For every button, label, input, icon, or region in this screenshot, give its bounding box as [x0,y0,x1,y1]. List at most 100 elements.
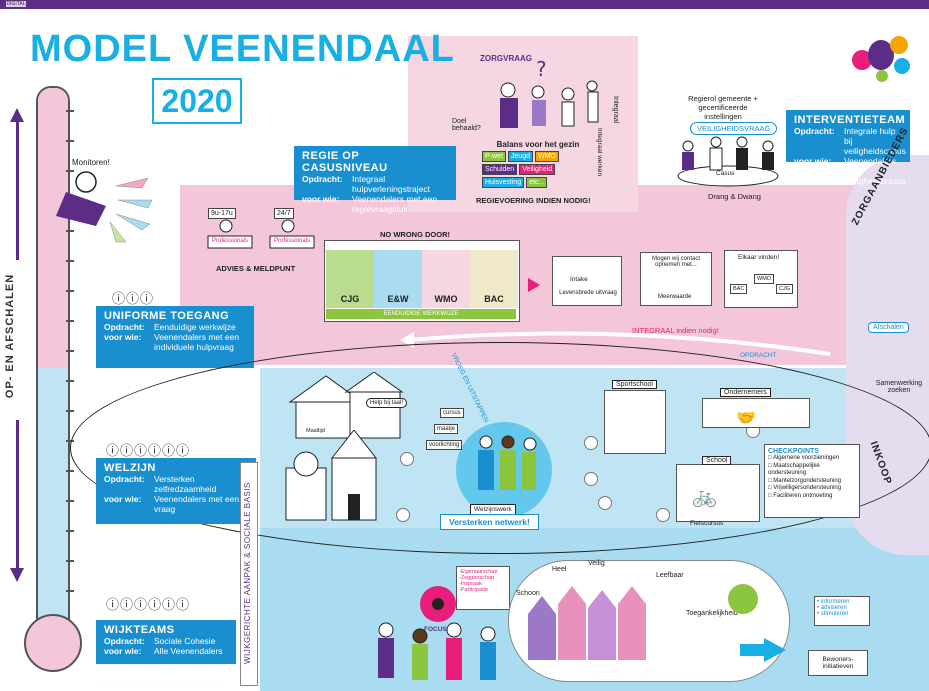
versterken-netwerk-label: Versterken netwerk! [440,514,539,530]
handshake-icon: 🤝 [736,410,756,427]
cat-ew: E&W [374,250,422,308]
doel-label: Doel behaald? [452,118,481,132]
schoon-label: Schoon [516,590,540,597]
sign-24-7: 24/7 [274,208,294,219]
integraal-label: INTEGRAAL indien nodig! [632,326,719,335]
focus-label: FOCUS [424,626,447,633]
mogen-card [640,252,712,306]
zorgvraag-label: ZORGVRAAG [480,54,532,63]
top-badge: DIGITAL [6,1,26,7]
people-icon: ⓘⓘⓘⓘⓘⓘ [106,597,191,612]
network-node [584,472,598,486]
monitor-label: Monitoren! [72,158,110,167]
checkpoint-item: □ Faciliteren ontmoeting [768,492,833,499]
checkpoints-sheet: CHECKPOINTS □ Algemene voorzieningen □ M… [764,444,860,518]
sign-9-17: 9u-17u [208,208,236,219]
samenwerking-label: Samenwerking zoeken [875,380,923,394]
bewoners-initiatieven-label: Bewoners-initiatieven [808,650,868,676]
focus-list: -Eigenaarschap -Zeggenschap -Inspraak -P… [456,566,510,610]
residents-group-icon [378,622,496,680]
sportschool-building [604,390,666,454]
people-icon: ⓘⓘⓘⓘⓘⓘ [106,443,191,458]
houses-icon [528,586,646,660]
casus-table-icon [677,136,779,187]
side-label: OP- EN AFSCHALEN [4,273,16,399]
interventieteam-tag: INTERVENTIETEAM Opdracht:Integrale hulp … [786,110,910,186]
ondernemers-label: Ondernemers [720,388,771,397]
monitor-figure-icon [56,171,153,243]
welzijn-tag: WELZIJN Opdracht:Versterken zelfredzaamh… [96,458,256,524]
cursus-label: cursus [440,408,464,418]
logo-icon [852,36,916,84]
integraal-vertical: Integraal [612,96,619,124]
family-figures-icon: ? [500,60,599,128]
checkpoint-item: □ Vrijwilligersondersteuning [768,485,842,491]
elkaar-wmo: WMO [754,274,775,284]
network-ellipse [70,342,929,554]
advies-meldpunt-label: ADVIES & MELDPUNT [216,264,296,273]
thermometer [36,86,70,630]
toegankelijkheid-label: Toegankelijkheid [686,610,738,617]
arrow-down-icon [10,568,24,582]
intake-card [552,256,622,306]
school-building [676,464,760,522]
intake-label: Intake [570,276,588,283]
maaltijd-label: Maaltijd [306,428,325,434]
arrow-right-icon [764,638,786,662]
network-node [584,436,598,450]
meerwaarde-label: Meerwaarde [658,294,692,300]
svg-text:?: ? [536,60,547,81]
sportschool-label: Sportschool [612,380,657,389]
people-icon: ⓘⓘⓘ [112,291,155,306]
elkaar-label: Elkaar vinden! [738,254,780,261]
veilig-label: Veilig [588,560,605,567]
casus-label: Casus [716,170,735,177]
voorlichting-label: voorlichting [426,440,463,450]
eenduidige-werkwijze: EENDUIDIGE WERKWIJZE [326,309,516,319]
network-node [656,508,670,522]
cat-wmo: WMO [422,250,470,308]
wijkgericht-label: WIJKGERICHTE AANPAK & SOCIALE BASIS [243,482,252,664]
opdracht-label: OPDRACHT [740,352,777,359]
regie-label: REGIEVOERING INDIEN NODIG! [476,196,591,205]
uniforme-toegang-tag: UNIFORME TOEGANG Opdracht:Eenduidige wer… [96,306,254,368]
tree-icon [728,584,758,614]
prof-label-1: Professionals [212,238,249,244]
maatje-label: maatje [434,424,459,434]
veiligheidsvraag-label: VEILIGHEIDSVRAAG [690,122,778,135]
no-wrong-door-banner: NO WRONG DOOR! [380,230,450,239]
cat-cjg: CJG [326,250,374,308]
elkaar-cjg: CJG [776,284,793,294]
welzijn-workers-icon [478,435,537,490]
balance-panel: Balans voor het gezin P-wet Jeugd WMO Sc… [482,140,594,188]
arrow-up-icon [10,108,24,122]
fietscursus-label: Fietscursus [690,520,724,527]
wijkteams-tag: WIJKTEAMS Opdracht:Sociale Cohesie voor … [96,620,236,664]
bike-icon: 🚲 [692,486,717,508]
cat-bac: BAC [470,250,518,308]
ondernemers-building [702,398,810,428]
drang-label: Drang & Dwang [708,192,761,201]
checkpoint-item: □ Maatschappelijke ondersteuning [768,462,820,477]
checkpoint-item: □ Mantelzorgondersteuning [768,477,842,484]
top-bar [0,0,929,9]
integraal-werken-vertical: Integraal werken [596,128,603,177]
regie-casusniveau-tag: REGIE OP CASUSNIVEAU Opdracht:Integraal … [294,146,456,214]
regierol-text: Regierol gemeente + gecertificeerde inst… [688,94,758,121]
checkpoint-item: □ Algemene voorzieningen [768,455,840,461]
leefbaar-label: Leefbaar [656,572,684,579]
network-node [598,496,612,510]
heel-label: Heel [552,566,567,573]
year-box: 2020 [152,78,242,124]
wijkgericht-bar [240,462,258,686]
info-list: • informeren • adviseren • stimuleren [814,596,870,626]
help-bij-taal-bubble: Help bij taal! [366,398,408,408]
network-node [396,508,410,522]
afschalen-label: Afschalen [868,322,909,333]
intake-sub: Levensbrede uitvraag [559,290,617,296]
network-node [400,452,414,466]
thermometer-bulb [24,614,82,672]
page-title: MODEL VEENENDAAL [30,28,455,70]
prof-label-2: Professionals [274,238,311,244]
school-label: School [702,456,732,465]
